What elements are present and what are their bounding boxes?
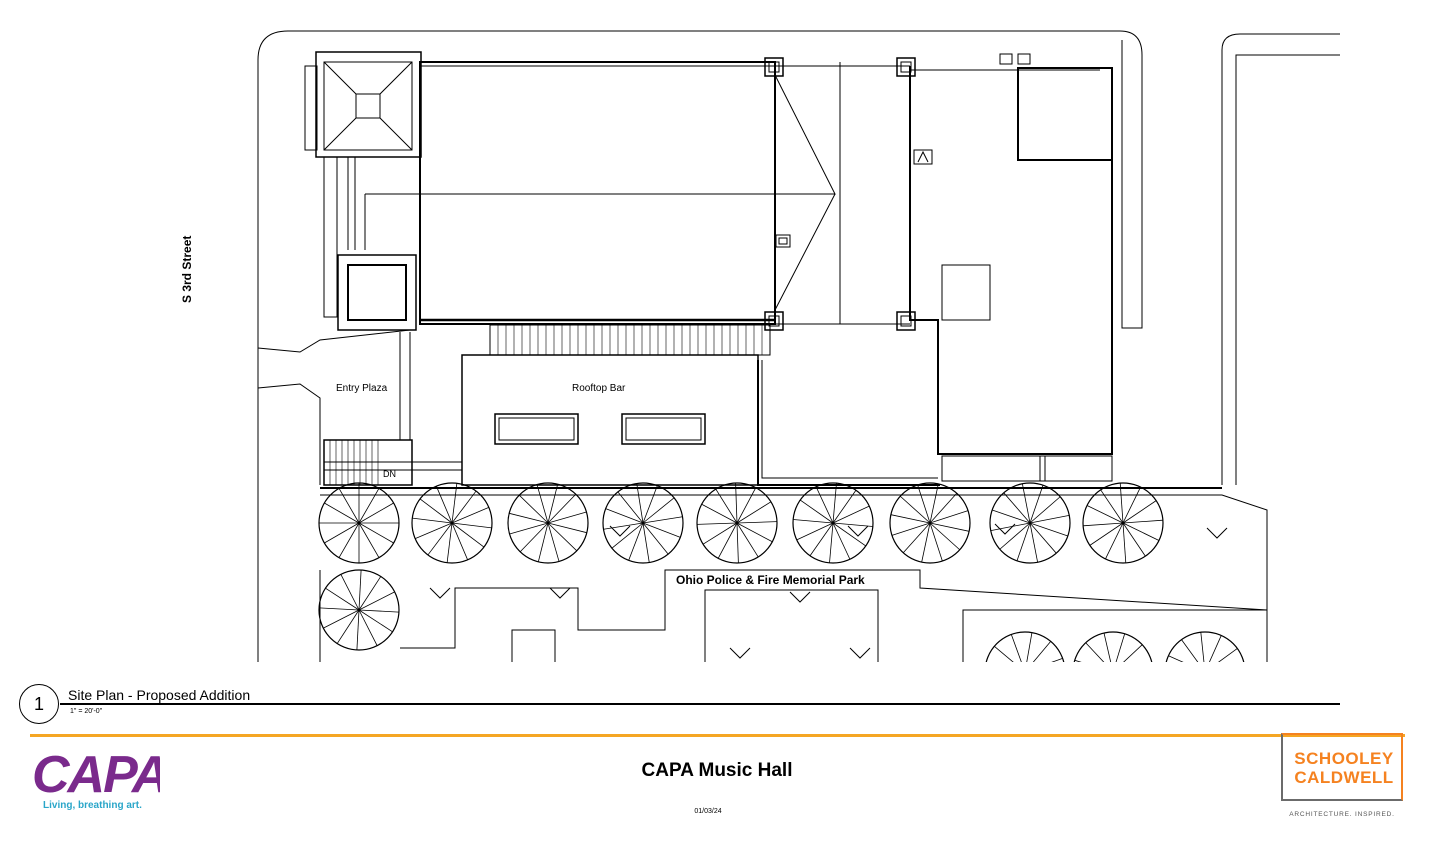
entry-plaza-label: Entry Plaza: [336, 383, 388, 394]
capa-logo-text: CAPA: [32, 746, 160, 804]
firm-tagline: ARCHITECTURE. INSPIRED.: [1289, 811, 1395, 818]
street-label: S 3rd Street: [180, 236, 194, 303]
firm-name-line2: CALDWELL: [1294, 768, 1394, 787]
tree-symbol: [989, 482, 1071, 564]
elevator-core: [337, 254, 417, 331]
east-addition-footprint: [909, 66, 1113, 455]
title-underline: [60, 703, 1340, 705]
tree-symbol: [696, 482, 778, 564]
tree-symbol: [985, 631, 1065, 662]
tree-symbol: [318, 569, 400, 651]
park-label: Ohio Police & Fire Memorial Park: [676, 573, 865, 587]
issue-date: 01/03/24: [694, 808, 722, 815]
main-hall-footprint: [419, 61, 776, 325]
stair-down-label: DN: [383, 469, 396, 479]
tree-symbol: [507, 482, 589, 564]
capa-logo: CAPA: [32, 746, 160, 804]
roof-ridge: [365, 74, 836, 311]
project-title: CAPA Music Hall: [641, 760, 793, 781]
tree-symbol: [792, 482, 874, 564]
sheet-number-bubble: 1: [19, 684, 59, 724]
rooftop-bar-label: Rooftop Bar: [572, 383, 626, 394]
tree-symbol: [889, 482, 971, 564]
tree-symbol: [1073, 631, 1153, 662]
drawing-scale: 1" = 20'-0": [70, 708, 103, 715]
site-boundary: [257, 30, 1143, 662]
sheet-number: 1: [33, 693, 44, 714]
rooftop-bar-footprint: [461, 354, 759, 486]
adjacent-lot: [1221, 33, 1340, 485]
tower-roof: [315, 51, 422, 158]
sheet-title: Site Plan - Proposed Addition: [68, 687, 251, 703]
title-block-divider: [30, 734, 1405, 737]
tree-symbol: [318, 482, 400, 564]
schooley-caldwell-logo: SCHOOLEY CALDWELL: [1281, 733, 1403, 801]
tree-symbol: [1082, 482, 1164, 564]
capa-tagline: Living, breathing art.: [43, 800, 142, 811]
tree-symbol: [602, 482, 684, 564]
tree-symbol: [1165, 631, 1245, 662]
firm-name-line1: SCHOOLEY: [1294, 749, 1394, 768]
tree-symbol: [411, 482, 493, 564]
